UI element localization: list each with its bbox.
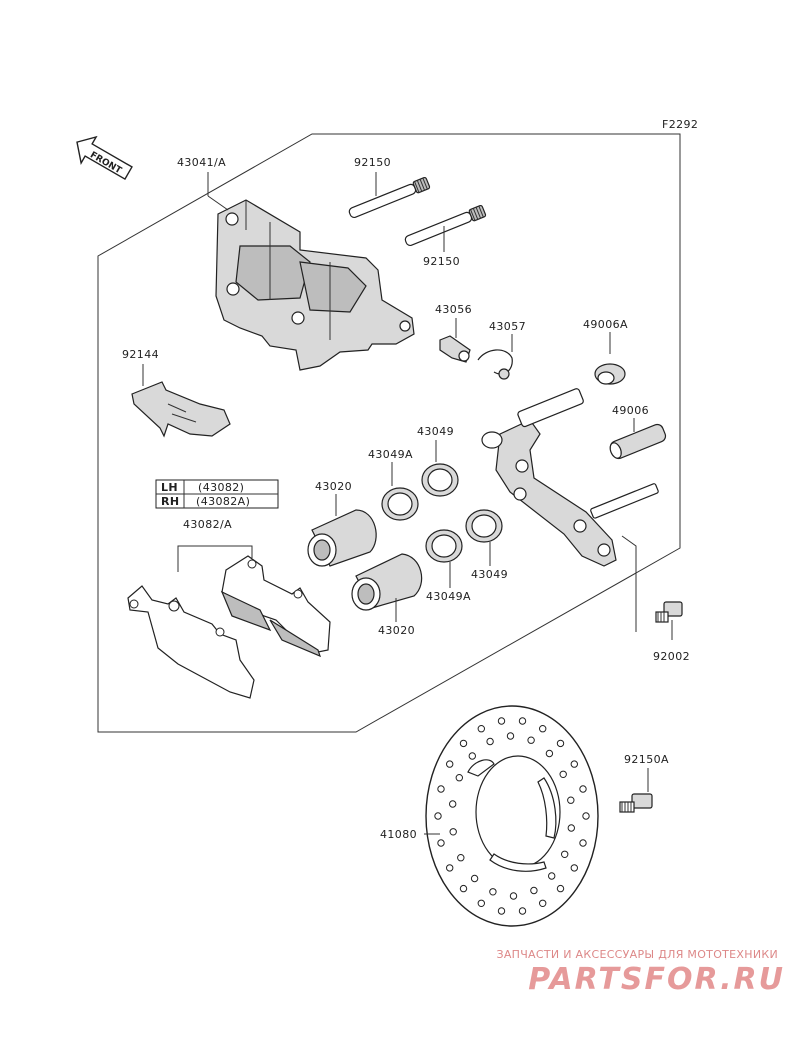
disc-hole: [539, 899, 547, 907]
boot: [609, 423, 667, 460]
table-code-rh: (43082A): [196, 495, 250, 508]
table-side-lh: LH: [161, 481, 178, 494]
disc-hole: [539, 725, 547, 733]
front-arrow-icon: FRONT: [76, 135, 133, 181]
bleeder-cap: [477, 349, 513, 380]
disc-hole: [468, 752, 476, 760]
disc-hole: [477, 725, 485, 733]
leader-caliper-2: [207, 195, 229, 211]
assembly-frame: [97, 133, 681, 733]
seal-bottom: [465, 509, 503, 543]
disc-hole: [567, 824, 575, 832]
figure-code: F2292: [662, 118, 698, 131]
disc-hole: [497, 907, 506, 915]
disc-hole: [561, 850, 569, 858]
label-bleeder-cap: 43057: [489, 320, 526, 333]
disc-hole: [545, 749, 554, 758]
label-pin-bottom: 92150: [423, 255, 460, 268]
pin-bottom: [404, 204, 487, 247]
brake-pad-outer: [127, 585, 255, 699]
disc-hole: [570, 864, 578, 872]
label-seal-a-top: 43049A: [368, 448, 413, 461]
caliper-bracket: [481, 388, 659, 567]
label-caliper: 43041/A: [177, 156, 226, 169]
pin-top: [348, 176, 431, 219]
label-disc: 41080: [380, 828, 417, 841]
disc-hole: [449, 828, 457, 836]
caliper-body: [215, 199, 415, 371]
label-pin-top: 92150: [354, 156, 391, 169]
disc-hole: [506, 732, 515, 740]
label-bleeder: 43056: [435, 303, 472, 316]
table-code-lh: (43082): [198, 481, 244, 494]
disc-hole: [518, 717, 527, 725]
label-pad-set: 43082/A: [183, 518, 232, 531]
disc-hole: [470, 874, 479, 883]
disc-hole: [459, 739, 468, 748]
table-side-rh: RH: [161, 495, 179, 508]
piston-top: [307, 509, 377, 567]
watermark-tagline: ЗАПЧАСТИ И АКСЕССУАРЫ ДЛЯ МОТОТЕХНИКИ: [496, 948, 778, 961]
disc-hole: [509, 892, 518, 900]
seal-a-bottom: [425, 529, 463, 563]
label-piston-bottom: 43020: [378, 624, 415, 637]
disc-hole: [567, 796, 575, 804]
side-table: LH (43082) RH (43082A): [155, 479, 279, 509]
leader-bolt-upper: [621, 535, 637, 632]
label-seal-bottom: 43049: [471, 568, 508, 581]
bracket-bolt: [655, 601, 683, 623]
disc-hole: [497, 717, 506, 725]
label-disc-bolt: 92150A: [624, 753, 669, 766]
watermark-brand: PARTSFOR.RU: [528, 962, 785, 997]
label-piston-top: 43020: [315, 480, 352, 493]
leader-pad-set: [177, 545, 253, 572]
disc-hole: [556, 884, 565, 893]
disc-bolt: [619, 793, 653, 813]
disc-hole: [455, 774, 463, 782]
piston-bottom: [351, 553, 423, 611]
disc-hole: [559, 770, 567, 778]
label-pad-spring: 92144: [122, 348, 159, 361]
boot-a: [594, 363, 626, 385]
disc-hole: [579, 839, 587, 847]
disc-hole: [548, 872, 556, 880]
label-boot: 49006: [612, 404, 649, 417]
disc-hole: [446, 864, 454, 872]
disc-hole: [477, 899, 485, 907]
disc-hole: [459, 884, 468, 893]
disc-hole: [446, 760, 454, 768]
disc-hole: [449, 800, 457, 808]
disc-hole: [457, 854, 465, 862]
disc-hole: [582, 812, 590, 820]
seal-a-top: [381, 487, 419, 521]
disc-hole: [530, 886, 538, 895]
disc-hole: [570, 760, 578, 768]
disc-hole: [434, 812, 442, 820]
seal-top: [421, 463, 459, 497]
disc-hole: [579, 785, 587, 793]
brake-pad-inner: [220, 555, 331, 658]
disc-hole: [527, 736, 535, 744]
pad-spring: [131, 381, 231, 438]
brake-disc: [425, 705, 599, 927]
disc-hole: [518, 907, 527, 915]
label-boot-a: 49006A: [583, 318, 628, 331]
label-bolt: 92002: [653, 650, 690, 663]
disc-hole: [489, 888, 497, 896]
disc-hole: [437, 785, 445, 793]
bleeder-valve: [439, 335, 471, 363]
label-seal-a-bottom: 43049A: [426, 590, 471, 603]
label-seal-top: 43049: [417, 425, 454, 438]
disc-hole: [486, 737, 494, 746]
disc-hole: [556, 739, 565, 748]
disc-hole: [437, 839, 445, 847]
